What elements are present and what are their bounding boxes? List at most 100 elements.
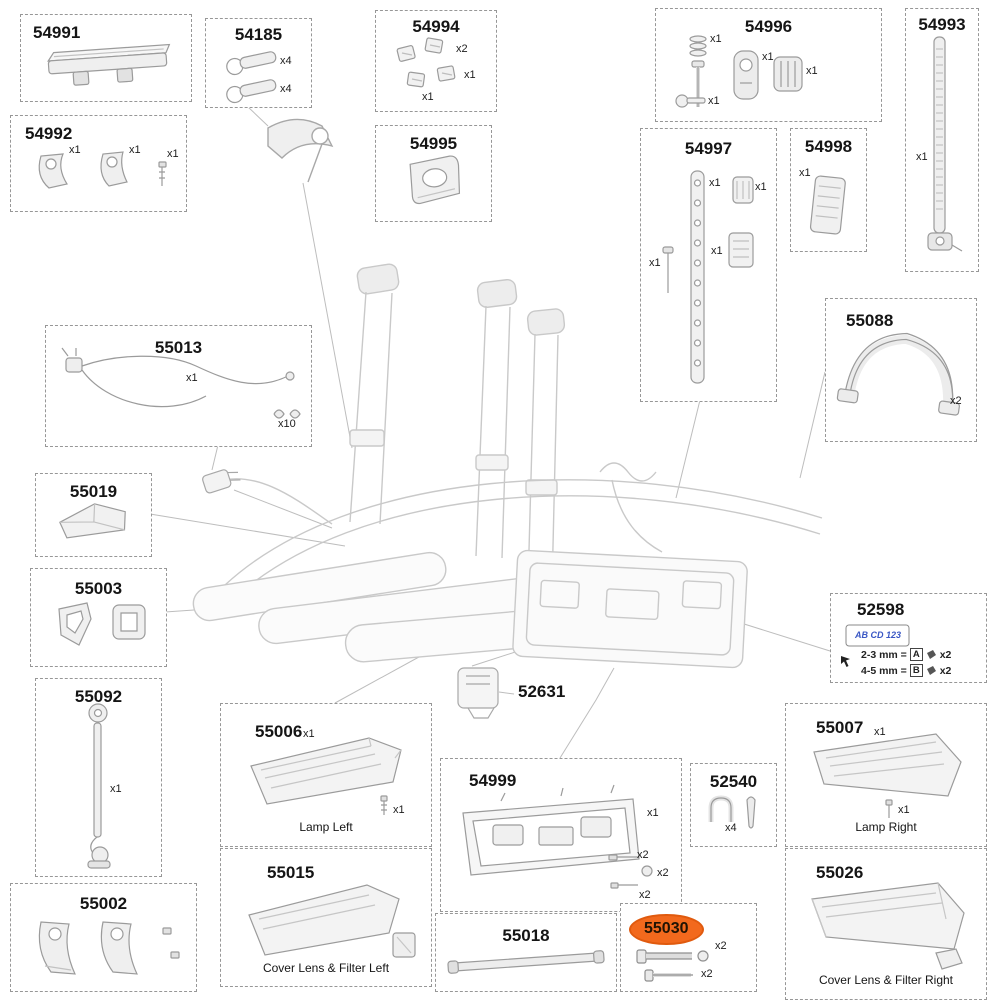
qty-label: x1 <box>110 783 122 795</box>
part-number: 55013 <box>154 338 203 357</box>
qty-label: x1 <box>647 807 659 819</box>
part-box-55030[interactable]: 55030 x2 x2 <box>620 903 757 992</box>
part-caption: Lamp Right <box>855 820 917 834</box>
qty-label: x1 <box>129 144 141 156</box>
qty-label: x1 <box>762 51 774 63</box>
qty-label: x4 <box>280 83 292 95</box>
clips-part-art <box>396 37 456 88</box>
part-caption: Lamp Left <box>299 820 353 834</box>
part-box-55092[interactable]: 55092 x1 <box>35 678 162 877</box>
part-box-55015[interactable]: 55015 Cover Lens & Filter Left <box>220 848 432 987</box>
ridged-block-part-art <box>809 175 846 235</box>
part-box-54996[interactable]: 54996 x1 x1 x1 x1 <box>655 8 882 122</box>
qty-label: x2 <box>715 940 727 952</box>
part-number: 54999 <box>469 771 517 790</box>
qty-label: x1 <box>799 167 811 179</box>
qty-label: x2 <box>637 849 649 861</box>
part-box-54992[interactable]: 54992 x1 x1 x1 <box>10 115 187 212</box>
part-box-55088[interactable]: 55088 x2 <box>825 298 977 442</box>
part-box-54999[interactable]: 54999 x1 x2 x2 x2 <box>440 758 682 912</box>
part-number: 55026 <box>816 863 864 882</box>
part-number: 54185 <box>234 25 283 44</box>
qty-label: x1 <box>186 372 198 384</box>
part-box-54995[interactable]: 54995 <box>375 125 492 222</box>
uclip-pin-part-art <box>708 795 756 829</box>
part-box-52598[interactable]: 52598 AB CD 123 2-3 mm = A x2 4-5 mm = B… <box>830 593 987 683</box>
letter-badge: B <box>909 664 923 677</box>
qty-label: x1 <box>393 804 405 816</box>
qty-label: x1 <box>898 804 910 816</box>
part-number: 55015 <box>267 863 315 882</box>
qty-label: x4 <box>725 822 737 834</box>
qty-label: x2 <box>639 889 651 901</box>
part-caption: Cover Lens & Filter Right <box>818 973 954 987</box>
clamp-part-art <box>38 151 167 189</box>
part-box-55002[interactable]: 55002 <box>10 883 197 992</box>
part-box-55007[interactable]: 55007 x1 x1 Lamp Right <box>785 703 987 847</box>
handle-part-art <box>836 332 960 416</box>
part-number-52631[interactable]: 52631 <box>518 682 566 701</box>
part-box-54185[interactable]: 54185 x4 x4 <box>205 18 312 108</box>
license-plate-thumb <box>845 624 910 647</box>
mm-row: 4-5 mm = B x2 <box>861 664 951 677</box>
strip-part-art <box>447 950 605 974</box>
part-number: 55088 <box>846 311 894 330</box>
qty-label: x1 <box>710 33 722 45</box>
part-box-54997[interactable]: 54997 x1 x1 x1 x1 <box>640 128 777 402</box>
part-number: 55092 <box>74 687 123 706</box>
part-number: 54994 <box>412 17 460 36</box>
part-box-54994[interactable]: 54994 x2 x1 x1 <box>375 10 497 112</box>
part-caption: Cover Lens & Filter Left <box>262 961 390 975</box>
part-box-55019[interactable]: 55019 <box>35 473 152 557</box>
part-box-54991[interactable]: 54991 <box>20 14 192 102</box>
rail-part-art <box>47 43 171 86</box>
wedge-part-art <box>59 503 126 539</box>
qty-label: x2 <box>939 664 952 677</box>
qty-label: x4 <box>280 55 292 67</box>
part-box-55013[interactable]: 55013 x1 x10 <box>45 325 312 447</box>
qty-label: x1 <box>464 69 476 81</box>
lock-kit-part-art <box>675 35 803 108</box>
qty-label: x1 <box>69 144 81 156</box>
strap-part-art <box>927 36 963 252</box>
part-number: 54991 <box>33 23 81 42</box>
part-box-55003[interactable]: 55003 <box>30 568 167 667</box>
cable-part-art <box>61 347 301 419</box>
qty-label: x1 <box>711 245 723 257</box>
highlighted-part-number: 55030 <box>629 914 704 945</box>
part-box-55026[interactable]: 55026 Cover Lens & Filter Right <box>785 848 987 1000</box>
plate-holder-part-art <box>462 784 653 889</box>
qty-label: x1 <box>916 151 928 163</box>
part-number: 54992 <box>25 124 73 143</box>
qty-label: x1 <box>755 181 767 193</box>
plate-text: AB CD 123 <box>854 630 901 640</box>
qty-label: x2 <box>701 968 713 980</box>
rack-main-drawing <box>192 263 823 669</box>
part-box-55006[interactable]: 55006 x1 x1 Lamp Left <box>220 703 432 847</box>
lamp-right-part-art <box>813 733 962 818</box>
bracket-52631-art <box>457 667 499 719</box>
mm-range: 2-3 mm = <box>861 648 907 661</box>
part-number: 52598 <box>857 600 905 619</box>
qty-label: x1 <box>422 91 434 103</box>
cover-lens-right-part-art <box>811 882 965 970</box>
part-number: 54998 <box>804 137 853 156</box>
strip-kit-part-art <box>662 170 754 384</box>
part-number: 54993 <box>918 15 966 34</box>
part-number: 54996 <box>744 17 793 36</box>
qty-label: x2 <box>456 43 468 55</box>
part-box-54998[interactable]: 54998 x1 <box>790 128 867 252</box>
part-box-54993[interactable]: 54993 x1 <box>905 8 979 272</box>
qty-label: x1 <box>303 728 315 740</box>
cover-lens-left-part-art <box>248 884 416 958</box>
part-box-55018[interactable]: 55018 <box>435 913 617 992</box>
qty-label: x2 <box>657 867 669 879</box>
part-number: 55002 <box>79 894 128 913</box>
qty-label: x1 <box>806 65 818 77</box>
qty-label: x1 <box>167 148 179 160</box>
qty-label: x2 <box>950 395 962 407</box>
part-number: 55019 <box>69 482 118 501</box>
part-box-52540[interactable]: 52540 x4 <box>690 763 777 847</box>
